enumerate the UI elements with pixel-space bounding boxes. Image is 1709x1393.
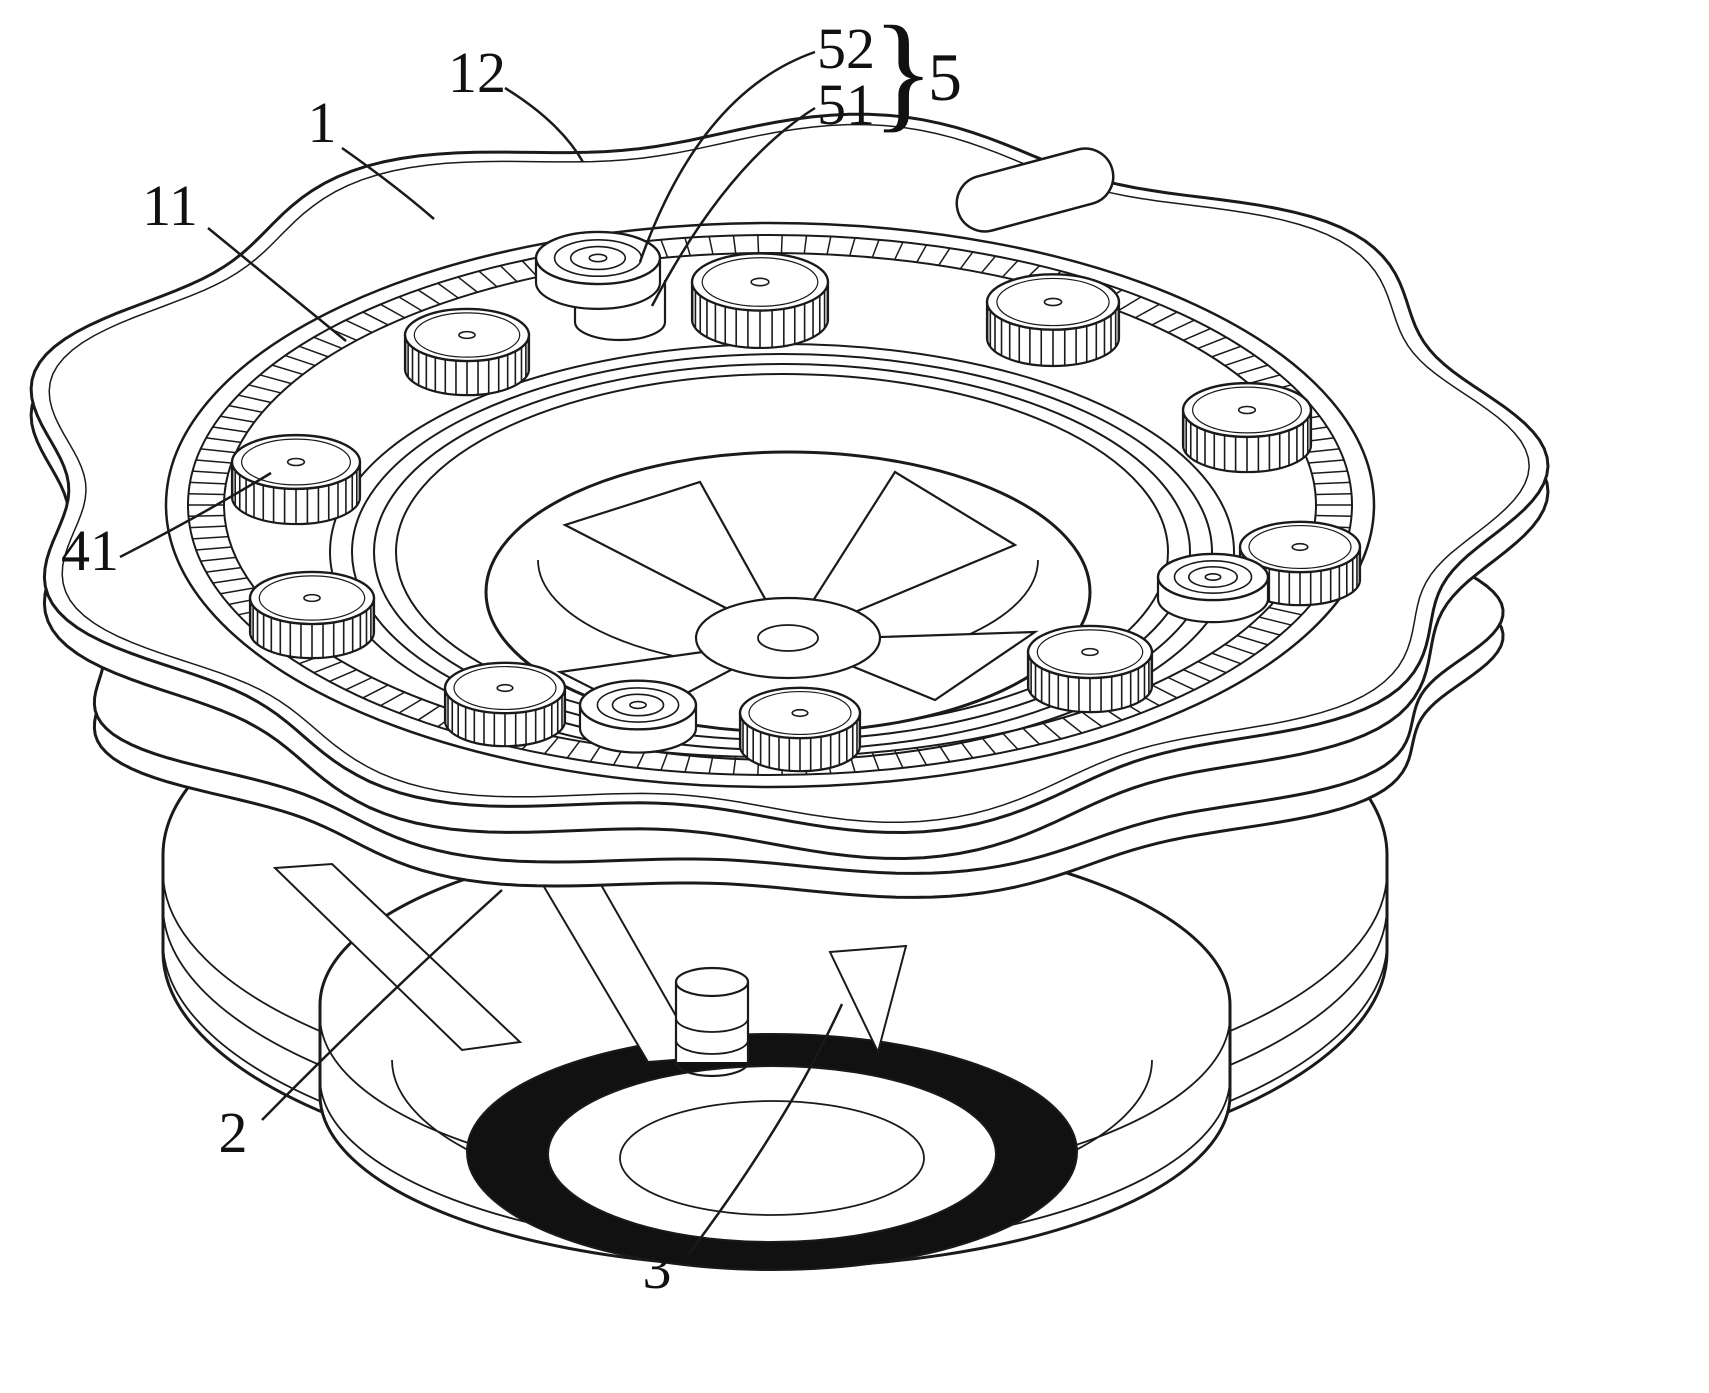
label-51: 51 <box>817 72 875 137</box>
label-11: 11 <box>142 173 198 238</box>
label-52: 52 <box>817 16 875 81</box>
central-opening <box>484 450 1092 734</box>
label-group-brace: } <box>872 0 934 144</box>
leader-lines <box>119 50 844 1256</box>
label-1: 1 <box>308 90 337 155</box>
label-3: 3 <box>643 1236 672 1301</box>
label-5: 5 <box>928 39 962 115</box>
planet-gears <box>230 230 1362 773</box>
label-41: 41 <box>61 518 119 583</box>
center-pin <box>674 966 750 1078</box>
part-labels: 12 1 11 41 52 51 } 5 2 3 <box>61 0 962 1301</box>
label-2: 2 <box>219 1100 248 1165</box>
label-12: 12 <box>448 40 506 105</box>
